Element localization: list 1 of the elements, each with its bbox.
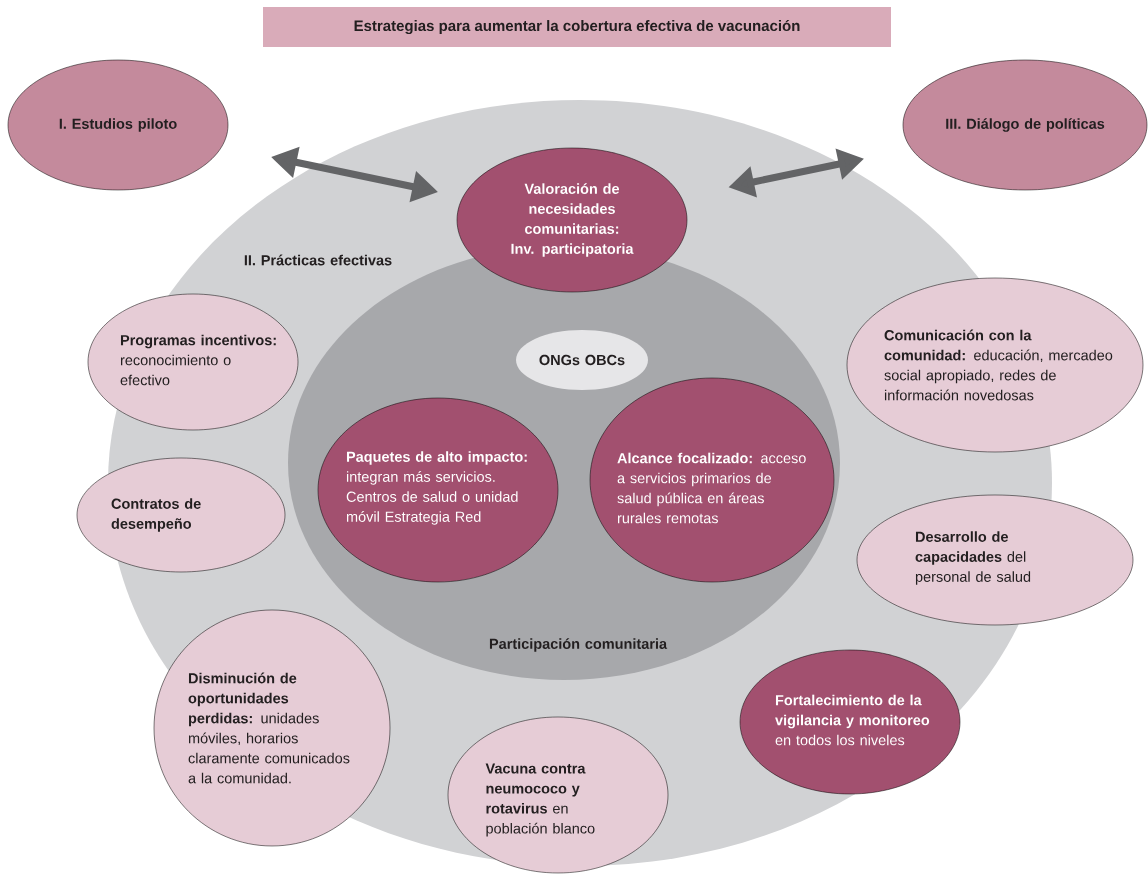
title-box: Estrategias para aumentar la cobertura efectiva de vacunación — [263, 7, 891, 47]
